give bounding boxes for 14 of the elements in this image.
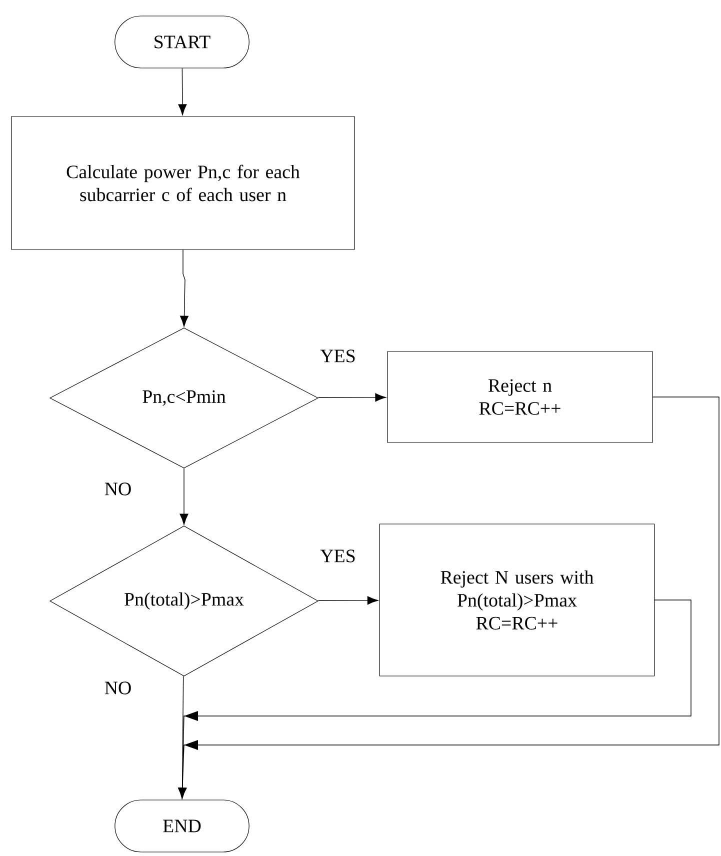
process-box: Reject n RC=RC++ — [387, 351, 653, 443]
process-box: Reject N users with Pn(total)>Pmax RC=RC++ — [379, 524, 655, 676]
edge-label: YES — [319, 348, 357, 364]
edge-label: NO — [103, 482, 133, 496]
arrow — [180, 249, 188, 327]
arrow — [180, 468, 188, 525]
arrow — [178, 600, 692, 799]
edge-label: YES — [319, 548, 357, 564]
arrow — [318, 596, 378, 605]
arrow — [178, 68, 187, 116]
process-box: Calculate power Pn,c for each subcarrier c of each user n — [11, 116, 355, 250]
edge-label: NO — [103, 680, 133, 696]
arrow — [178, 396, 720, 799]
arrow — [318, 393, 386, 402]
